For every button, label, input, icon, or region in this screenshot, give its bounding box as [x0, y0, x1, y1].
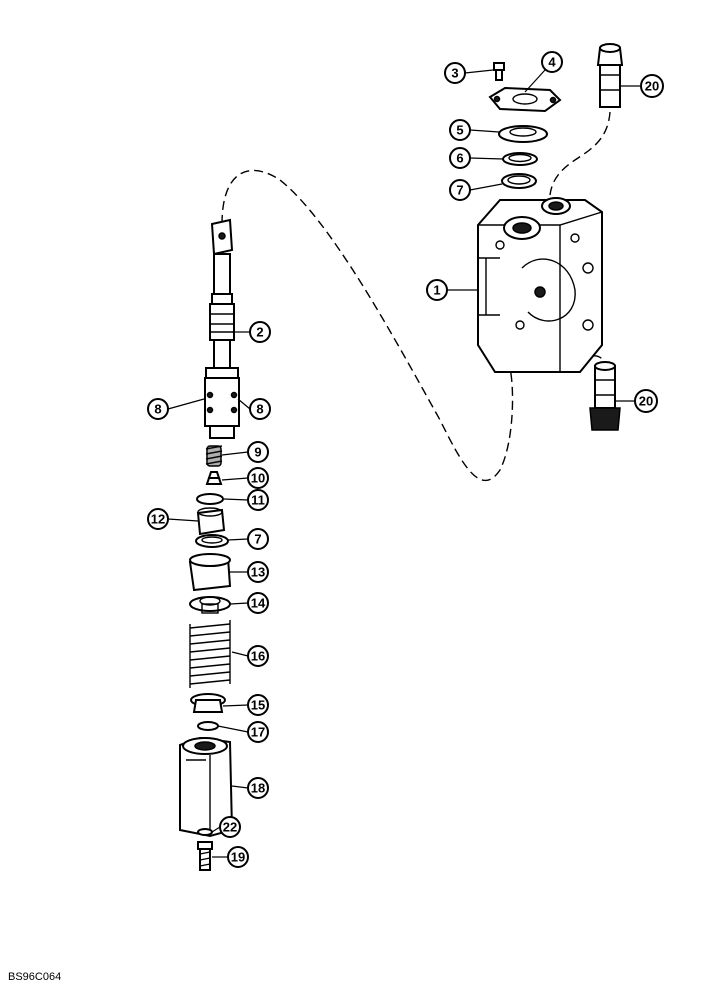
- spring-9: [205, 445, 223, 467]
- cap-screw-3: [493, 62, 505, 81]
- callout-8-left: 8: [147, 398, 169, 420]
- svg-text:20: 20: [639, 394, 653, 409]
- svg-text:16: 16: [251, 649, 265, 664]
- end-cap-housing-18: [179, 736, 234, 838]
- svg-text:2: 2: [256, 325, 263, 340]
- svg-text:17: 17: [251, 725, 265, 740]
- poppet-10: [205, 471, 223, 485]
- svg-text:5: 5: [456, 123, 463, 138]
- svg-text:19: 19: [231, 850, 245, 865]
- callout-7-bottom: 7: [247, 528, 269, 550]
- callout-20-bottom: 20: [634, 389, 658, 413]
- svg-text:22: 22: [223, 820, 237, 835]
- svg-text:4: 4: [548, 55, 556, 70]
- svg-text:7: 7: [254, 532, 261, 547]
- cap-screw-19: [197, 841, 213, 871]
- svg-text:11: 11: [251, 493, 265, 508]
- o-ring-17: [197, 721, 219, 731]
- callout-18: 18: [247, 777, 269, 799]
- spool-assembly-2: [204, 218, 240, 439]
- callout-5: 5: [449, 119, 471, 141]
- svg-text:1: 1: [433, 283, 440, 298]
- svg-text:10: 10: [251, 471, 265, 486]
- svg-text:9: 9: [254, 445, 261, 460]
- leader-lines: [167, 69, 640, 858]
- callout-7-top: 7: [449, 179, 471, 201]
- svg-text:20: 20: [645, 79, 659, 94]
- svg-text:18: 18: [251, 781, 265, 796]
- svg-text:7: 7: [456, 183, 463, 198]
- o-ring-11: [196, 493, 224, 505]
- flange-plate-4: [488, 86, 562, 113]
- svg-text:8: 8: [256, 402, 263, 417]
- callout-6: 6: [449, 147, 471, 169]
- callout-14: 14: [247, 592, 269, 614]
- relief-valve-20-top: [596, 43, 624, 108]
- spring-seat-14: [189, 596, 231, 614]
- callout-20-top: 20: [640, 74, 664, 98]
- callout-9: 9: [247, 441, 269, 463]
- callout-16: 16: [247, 645, 269, 667]
- svg-text:12: 12: [151, 512, 165, 527]
- spring-seat-15: [190, 693, 226, 713]
- callout-12: 12: [147, 508, 169, 530]
- callout-19: 19: [227, 846, 249, 868]
- callout-13: 13: [247, 561, 269, 583]
- svg-text:14: 14: [251, 596, 266, 611]
- callout-10: 10: [247, 467, 269, 489]
- cap-13: [188, 553, 232, 592]
- washer-22: [197, 828, 213, 836]
- valve-section-housing: [477, 197, 603, 373]
- bushing-12: [196, 507, 226, 536]
- relief-valve-20-bottom: [589, 361, 621, 431]
- callout-2: 2: [249, 321, 271, 343]
- svg-text:6: 6: [456, 151, 463, 166]
- svg-text:3: 3: [451, 66, 458, 81]
- callout-1: 1: [426, 279, 448, 301]
- spring-16: [189, 620, 231, 688]
- callout-11: 11: [247, 489, 269, 511]
- callout-8-right: 8: [249, 398, 271, 420]
- callout-4: 4: [541, 51, 563, 73]
- callout-22: 22: [219, 816, 241, 838]
- o-ring-7-bottom: [195, 534, 229, 548]
- backup-ring-6: [502, 152, 538, 166]
- assembly-link-line: [221, 169, 514, 482]
- svg-text:15: 15: [251, 698, 265, 713]
- svg-text:8: 8: [154, 402, 161, 417]
- o-ring-7-top: [501, 173, 537, 189]
- callout-15: 15: [247, 694, 269, 716]
- retainer-5: [498, 125, 548, 143]
- svg-text:13: 13: [251, 565, 265, 580]
- plug-link-line-top: [549, 111, 611, 196]
- figure-code: BS96C064: [8, 971, 61, 983]
- callout-17: 17: [247, 721, 269, 743]
- callout-3: 3: [444, 62, 466, 84]
